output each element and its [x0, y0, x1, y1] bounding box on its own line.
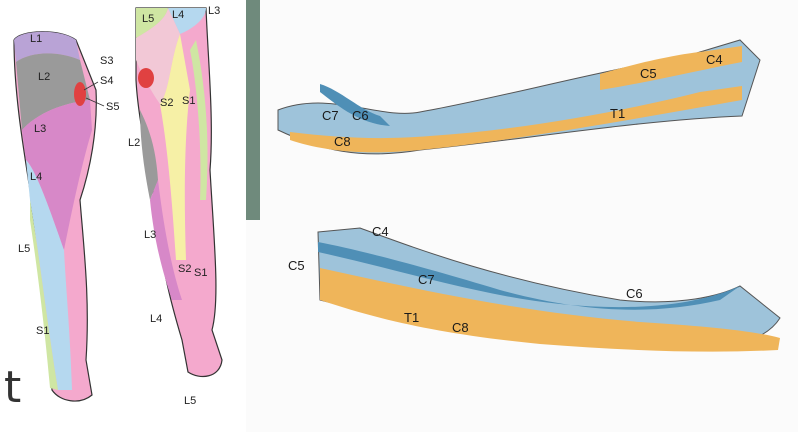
top-label-c7: C7: [322, 108, 339, 123]
top-label-c5: C5: [640, 66, 657, 81]
bottom-label-c6: C6: [626, 286, 643, 301]
bottom-label-t1: T1: [404, 310, 419, 325]
top-label-c6: C6: [352, 108, 369, 123]
bottom-label-c8: C8: [452, 320, 469, 335]
bottom-label-c5: C5: [288, 258, 305, 273]
fragment-text: t: [4, 366, 21, 410]
top-label-t1: T1: [610, 106, 625, 121]
bottom-label-c7: C7: [418, 272, 435, 287]
top-label-c8: C8: [334, 134, 351, 149]
bottom-label-c4: C4: [372, 224, 389, 239]
top-label-c4: C4: [706, 52, 723, 67]
